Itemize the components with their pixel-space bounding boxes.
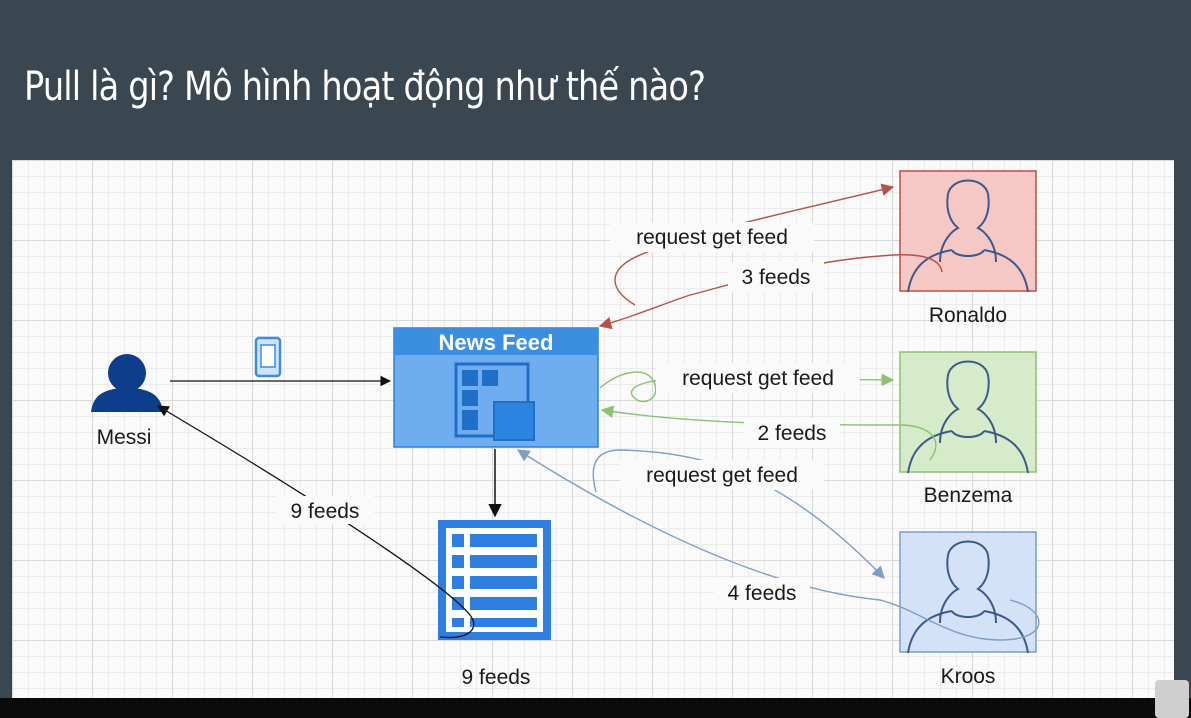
user-icon — [91, 354, 163, 412]
label-bg — [656, 363, 860, 393]
label-bg — [714, 578, 810, 608]
news-feed-title: News Feed — [439, 330, 554, 355]
list-document-icon — [438, 520, 551, 640]
source-name-kroos: Kroos — [941, 665, 996, 688]
return-label-bg — [276, 496, 374, 524]
storage-label: 9 feeds — [462, 666, 531, 689]
return-feeds-label: 9 feeds — [291, 500, 360, 523]
source-node-benzema[interactable]: Benzema — [899, 351, 1037, 507]
response-label-ronaldo: 3 feeds — [742, 266, 811, 289]
bottom-bar — [0, 698, 1191, 718]
news-feed-node[interactable]: News Feed — [393, 327, 599, 448]
messi-node[interactable]: Messi — [91, 354, 163, 449]
storage-node: 9 feeds — [438, 520, 551, 689]
response-label-benzema: 2 feeds — [758, 422, 827, 445]
request-label-ronaldo: request get feed — [636, 226, 788, 249]
request-label-benzema: request get feed — [682, 367, 834, 390]
label-bg — [744, 418, 840, 448]
slide-title: Pull là gì? Mô hình hoạt động như thế nà… — [24, 64, 706, 110]
label-bg — [728, 262, 824, 292]
response-label-kroos: 4 feeds — [728, 582, 797, 605]
title-bar: Pull là gì? Mô hình hoạt động như thế nà… — [0, 0, 1191, 160]
dashboard-grid-icon — [454, 362, 535, 441]
source-name-ronaldo: Ronaldo — [929, 304, 1007, 327]
label-bg — [610, 222, 814, 252]
label-bg — [620, 460, 824, 490]
source-node-ronaldo[interactable]: Ronaldo — [899, 170, 1037, 327]
request-label-kroos: request get feed — [646, 464, 798, 487]
mobile-phone-icon — [254, 336, 282, 378]
source-name-benzema: Benzema — [924, 484, 1013, 507]
presenter-thumbnail — [1155, 680, 1189, 718]
messi-label: Messi — [97, 426, 152, 449]
request-arrow-kroos — [592, 449, 885, 579]
source-node-kroos[interactable]: Kroos — [899, 531, 1037, 688]
response-arrow-kroos — [516, 449, 1040, 641]
response-arrow-benzema — [600, 405, 937, 461]
return-feeds-arrow — [156, 405, 475, 639]
